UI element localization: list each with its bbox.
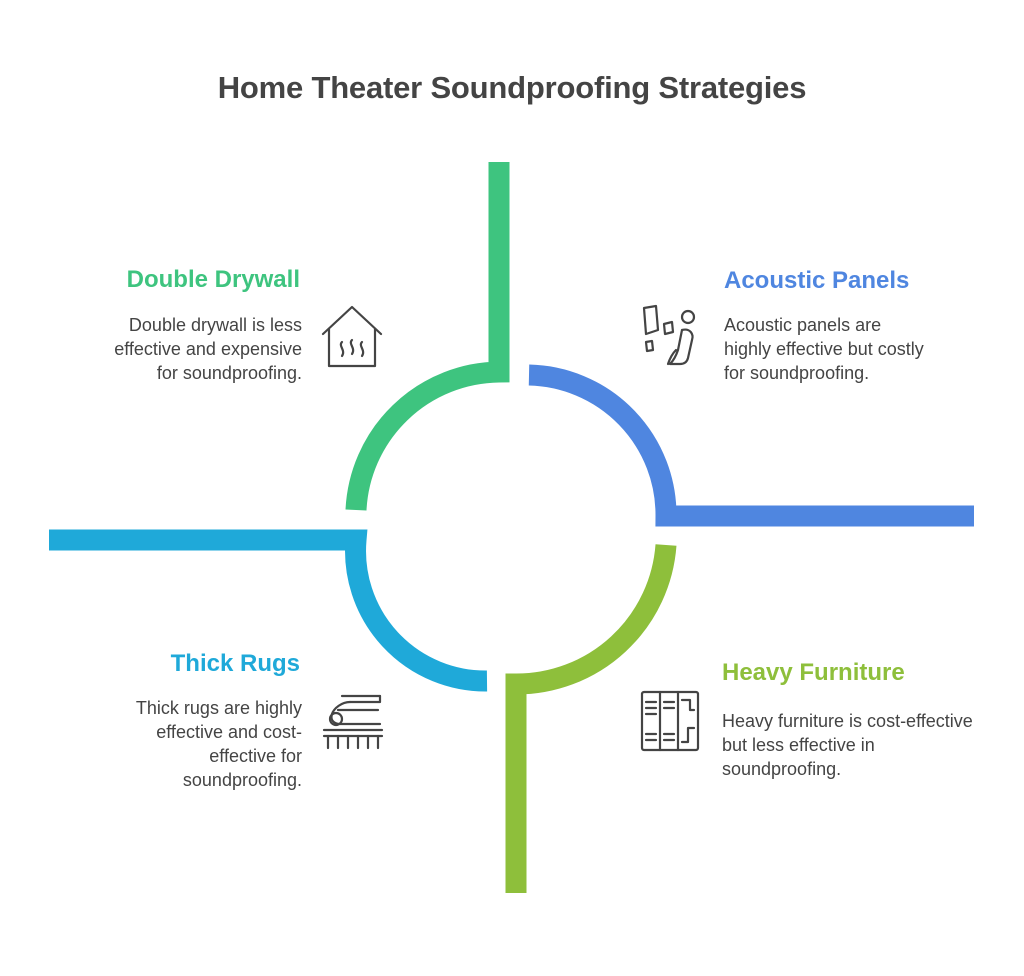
furniture-description: Heavy furniture is cost-effective but le…: [722, 711, 973, 779]
panels-arc: [528, 364, 974, 527]
rug-cleaner-icon: [320, 688, 386, 754]
drywall-heading: Double Drywall: [126, 266, 300, 293]
furniture-heading: Heavy Furniture: [722, 659, 905, 686]
cabinet-icon: [638, 688, 702, 754]
drywall-description: Double drywall is less effective and exp…: [114, 315, 302, 383]
panels-heading: Acoustic Panels: [724, 267, 910, 294]
furniture-arc: [505, 544, 677, 893]
rugs-heading: Thick Rugs: [170, 650, 300, 677]
house-heat-icon: [320, 304, 384, 370]
page-title: Home Theater Soundproofing Strategies: [217, 70, 807, 105]
drywall-arc: [345, 162, 510, 511]
rugs-description: Thick rugs are highly effective and cost…: [135, 698, 302, 790]
rugs-arc: [49, 529, 488, 692]
acoustic-panels-icon: [638, 304, 706, 370]
panels-description: Acoustic panels are highly effective but…: [724, 315, 924, 383]
